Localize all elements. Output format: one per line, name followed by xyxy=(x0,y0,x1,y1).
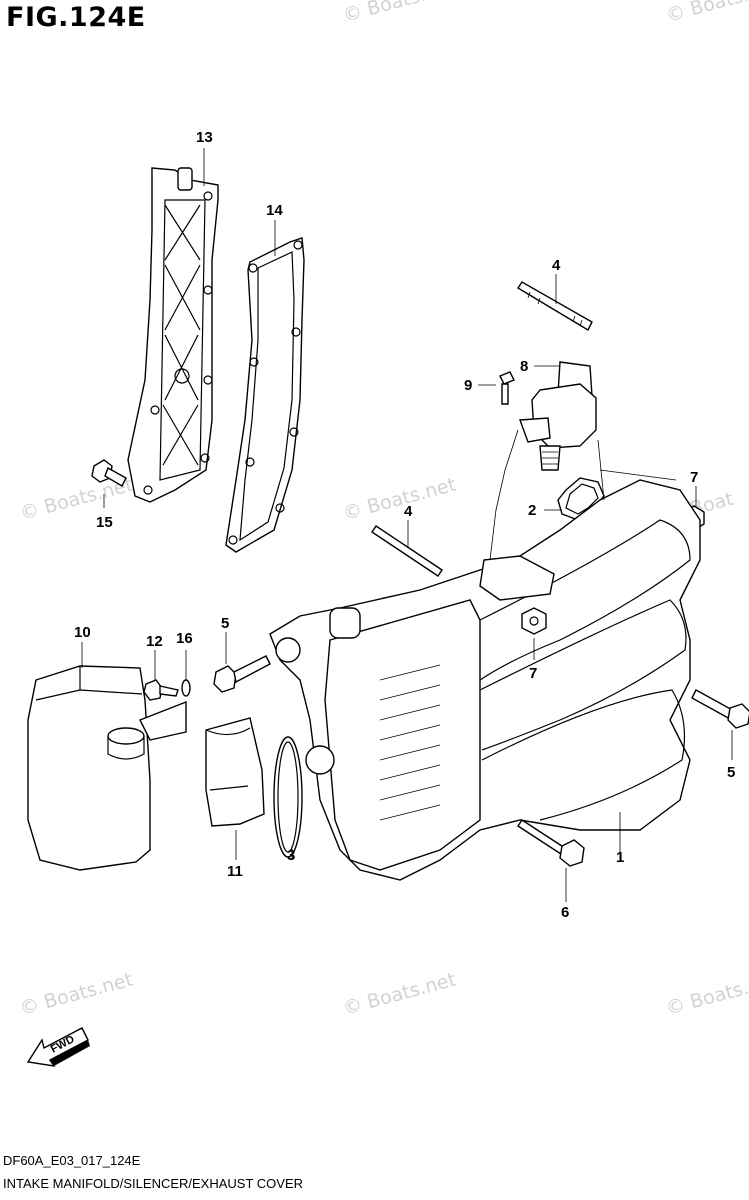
part-label-5: 5 xyxy=(221,615,229,632)
watermark: © Boats.net xyxy=(664,0,749,27)
part-6-bolt xyxy=(517,819,585,867)
diagram-code: DF60A_E03_017_124E xyxy=(3,1153,141,1168)
part-label-5: 5 xyxy=(727,764,735,781)
part-label-12: 12 xyxy=(146,633,163,650)
part-4-stud-upper xyxy=(517,281,593,331)
part-label-7: 7 xyxy=(690,469,698,486)
part-8-sensor xyxy=(519,361,597,471)
part-label-10: 10 xyxy=(74,624,91,641)
part-label-8: 8 xyxy=(520,358,528,375)
diagram-caption: INTAKE MANIFOLD/SILENCER/EXHAUST COVER xyxy=(3,1176,304,1191)
part-number-labels: 13 14 15 4 8 9 2 7 4 7 10 12 16 5 5 11 3… xyxy=(74,129,735,921)
part-label-16: 16 xyxy=(176,630,193,647)
part-1-intake-manifold xyxy=(269,429,701,881)
part-label-3: 3 xyxy=(287,847,295,864)
watermark: © Boats.net xyxy=(341,474,459,525)
watermark: © Boats.net xyxy=(341,0,459,27)
part-label-15: 15 xyxy=(96,514,113,531)
part-16-washer xyxy=(181,679,191,697)
part-label-1: 1 xyxy=(616,849,624,866)
part-label-14: 14 xyxy=(266,202,283,219)
watermark: © Boats.net xyxy=(664,969,749,1020)
part-12-bolt xyxy=(143,679,179,701)
leader-lines xyxy=(81,148,733,902)
part-9-screw xyxy=(499,371,515,405)
part-label-11: 11 xyxy=(227,863,243,880)
part-label-7: 7 xyxy=(529,665,537,682)
part-label-13: 13 xyxy=(196,129,213,146)
part-11-adapter xyxy=(205,717,265,827)
part-label-6: 6 xyxy=(561,904,569,921)
watermark: © Boats.net xyxy=(341,969,459,1020)
part-13-exhaust-cover xyxy=(127,167,219,503)
part-15-bolt xyxy=(91,459,127,487)
part-label-4: 4 xyxy=(404,503,413,520)
figure-title: FIG.124E xyxy=(6,2,146,33)
fwd-arrow-icon: FWD xyxy=(26,1027,90,1067)
part-label-4: 4 xyxy=(552,257,561,274)
part-4-stud-lower xyxy=(371,525,443,577)
part-3-o-ring xyxy=(273,736,303,858)
watermark: © Boats.net xyxy=(18,969,136,1020)
part-10-silencer xyxy=(27,665,187,871)
part-label-2: 2 xyxy=(528,502,536,519)
part-5-bolt-left xyxy=(213,655,271,693)
part-label-9: 9 xyxy=(464,377,472,394)
part-5-bolt-right xyxy=(691,689,749,729)
part-14-gasket xyxy=(225,237,305,553)
